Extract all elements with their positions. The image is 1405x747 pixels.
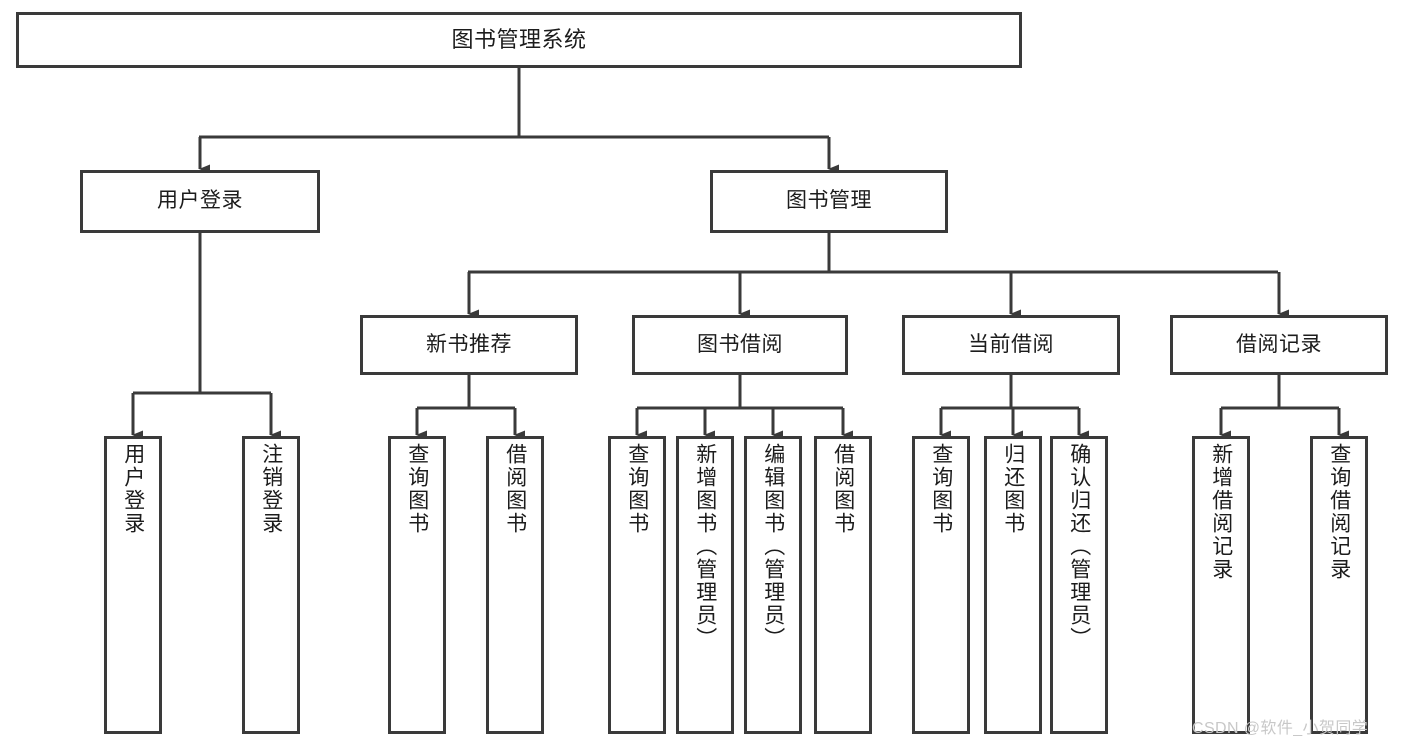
node-label-leaf-query-book-current: 查询图书 <box>929 443 953 535</box>
node-leaf-query-book-borrow[interactable]: 查询图书 <box>608 436 666 734</box>
node-label-borrow-record: 借阅记录 <box>1236 332 1322 356</box>
node-leaf-borrow-book-rec[interactable]: 借阅图书 <box>486 436 544 734</box>
node-borrow-record[interactable]: 借阅记录 <box>1170 315 1388 375</box>
node-leaf-edit-book-admin[interactable]: 编辑图书（管理员） <box>744 436 802 734</box>
node-label-new-book-recommend: 新书推荐 <box>426 332 512 356</box>
node-label-current-borrow: 当前借阅 <box>968 332 1054 356</box>
node-leaf-query-book-current[interactable]: 查询图书 <box>912 436 970 734</box>
node-label-leaf-return-book: 归还图书 <box>1001 443 1025 535</box>
node-current-borrow[interactable]: 当前借阅 <box>902 315 1120 375</box>
node-leaf-query-borrow-record[interactable]: 查询借阅记录 <box>1310 436 1368 734</box>
node-label-leaf-user-login: 用户登录 <box>121 443 145 535</box>
node-label-leaf-borrow-book-rec: 借阅图书 <box>503 443 527 535</box>
node-label-root: 图书管理系统 <box>451 27 587 53</box>
watermark-text: CSDN @软件_小贺同学 <box>1192 720 1369 737</box>
node-label-leaf-add-borrow-record: 新增借阅记录 <box>1209 443 1233 581</box>
node-label-book-borrow: 图书借阅 <box>697 332 783 356</box>
node-book-manage[interactable]: 图书管理 <box>710 170 948 233</box>
node-label-leaf-query-borrow-record: 查询借阅记录 <box>1327 443 1351 581</box>
node-label-leaf-query-book-rec: 查询图书 <box>405 443 429 535</box>
node-leaf-add-borrow-record[interactable]: 新增借阅记录 <box>1192 436 1250 734</box>
node-leaf-user-login[interactable]: 用户登录 <box>104 436 162 734</box>
node-label-leaf-user-logout: 注销登录 <box>259 443 283 535</box>
node-label-leaf-edit-book-admin: 编辑图书（管理员） <box>761 443 785 650</box>
node-leaf-return-book[interactable]: 归还图书 <box>984 436 1042 734</box>
node-label-leaf-borrow-book: 借阅图书 <box>831 443 855 535</box>
node-leaf-borrow-book[interactable]: 借阅图书 <box>814 436 872 734</box>
node-label-leaf-add-book-admin: 新增图书（管理员） <box>693 443 717 650</box>
edge-paths <box>131 68 1349 440</box>
node-book-borrow[interactable]: 图书借阅 <box>632 315 848 375</box>
node-leaf-query-book-rec[interactable]: 查询图书 <box>388 436 446 734</box>
node-new-book-recommend[interactable]: 新书推荐 <box>360 315 578 375</box>
node-leaf-user-logout[interactable]: 注销登录 <box>242 436 300 734</box>
node-label-user-login: 用户登录 <box>157 189 243 213</box>
node-user-login[interactable]: 用户登录 <box>80 170 320 233</box>
node-leaf-confirm-return-admin[interactable]: 确认归还（管理员） <box>1050 436 1108 734</box>
node-label-leaf-query-book-borrow: 查询图书 <box>625 443 649 535</box>
node-label-book-manage: 图书管理 <box>786 189 872 213</box>
node-label-leaf-confirm-return-admin: 确认归还（管理员） <box>1067 443 1091 650</box>
node-root[interactable]: 图书管理系统 <box>16 12 1022 68</box>
node-leaf-add-book-admin[interactable]: 新增图书（管理员） <box>676 436 734 734</box>
